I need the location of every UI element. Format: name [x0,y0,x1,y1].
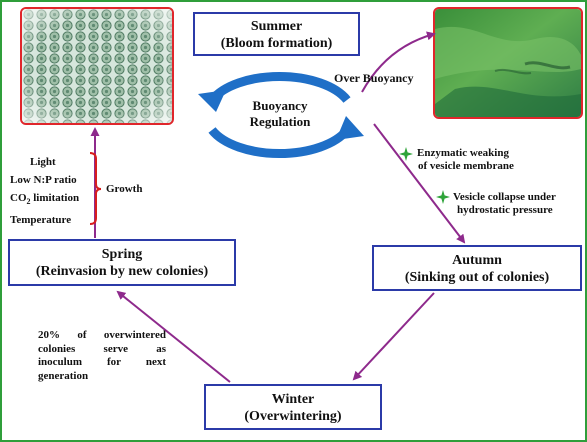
factor2-line1: Vesicle collapse under [453,191,556,203]
co2-subscript: 2 [26,197,31,207]
inoculum-note: 20% of overwintered colonies serve as in… [38,329,166,383]
autumn-subtitle: (Sinking out of colonies) [404,270,550,285]
spring-stage-box: Spring (Reinvasion by new colonies) [8,239,236,286]
center-line2: Regulation [249,114,311,129]
summer-to-autumn-arrow [373,123,466,244]
summer-stage-box: Summer (Bloom formation) [193,12,360,56]
factor-co2: CO2 limitation [10,189,79,211]
factor1-line2: of vesicle membrane [418,160,514,172]
winter-stage-box: Winter (Overwintering) [204,384,382,430]
bloom-water-image [433,7,583,119]
summer-subtitle: (Bloom formation) [220,36,333,51]
co2-suffix: limitation [30,192,80,204]
summer-title: Summer [250,19,303,34]
center-line1: Buoyancy [252,98,308,113]
cell-colony-graphic [22,9,172,123]
factor1-line1: Enzymatic weaking [417,147,509,159]
star-icon [399,147,413,161]
vesicle-collapse-factor-label: Vesicle collapse under hydrostatic press… [453,191,556,217]
autumn-to-winter-arrow [352,292,435,381]
winter-to-spring-arrow [116,290,231,383]
factors-bracket [89,152,102,225]
over-buoyancy-label: Over Buoyancy [334,71,414,85]
cell-colony-image [20,7,174,125]
inoculum-line3: inoculum for next [38,356,166,368]
factor-np-ratio: Low N:P ratio [10,174,77,186]
over-buoyancy-arrow [361,31,436,93]
co2-prefix: CO [10,192,27,204]
spring-title: Spring [101,247,143,262]
winter-subtitle: (Overwintering) [244,409,342,424]
spring-subtitle: (Reinvasion by new colonies) [35,264,209,279]
factor-light: Light [30,156,56,168]
bloom-water-graphic [435,9,581,117]
growth-label: Growth [106,183,143,195]
enzymatic-factor-label: Enzymatic weaking of vesicle membrane [417,147,514,173]
factor2-line2: hydrostatic pressure [457,204,553,216]
buoyancy-regulation-label: Buoyancy Regulation [240,98,320,130]
autumn-title: Autumn [452,253,502,268]
cycle-arrows-icon [198,72,364,158]
factor-temperature: Temperature [10,214,72,227]
autumn-stage-box: Autumn (Sinking out of colonies) [372,245,582,291]
inoculum-line4: generation [38,369,89,382]
inoculum-line1: 20% of overwintered [38,329,166,341]
winter-title: Winter [271,392,315,407]
inoculum-line2: colonies serve as [38,342,166,355]
star-icon [436,190,450,204]
spring-factors-list: Light Low N:P ratio CO2 limitation Tempe… [10,153,79,229]
